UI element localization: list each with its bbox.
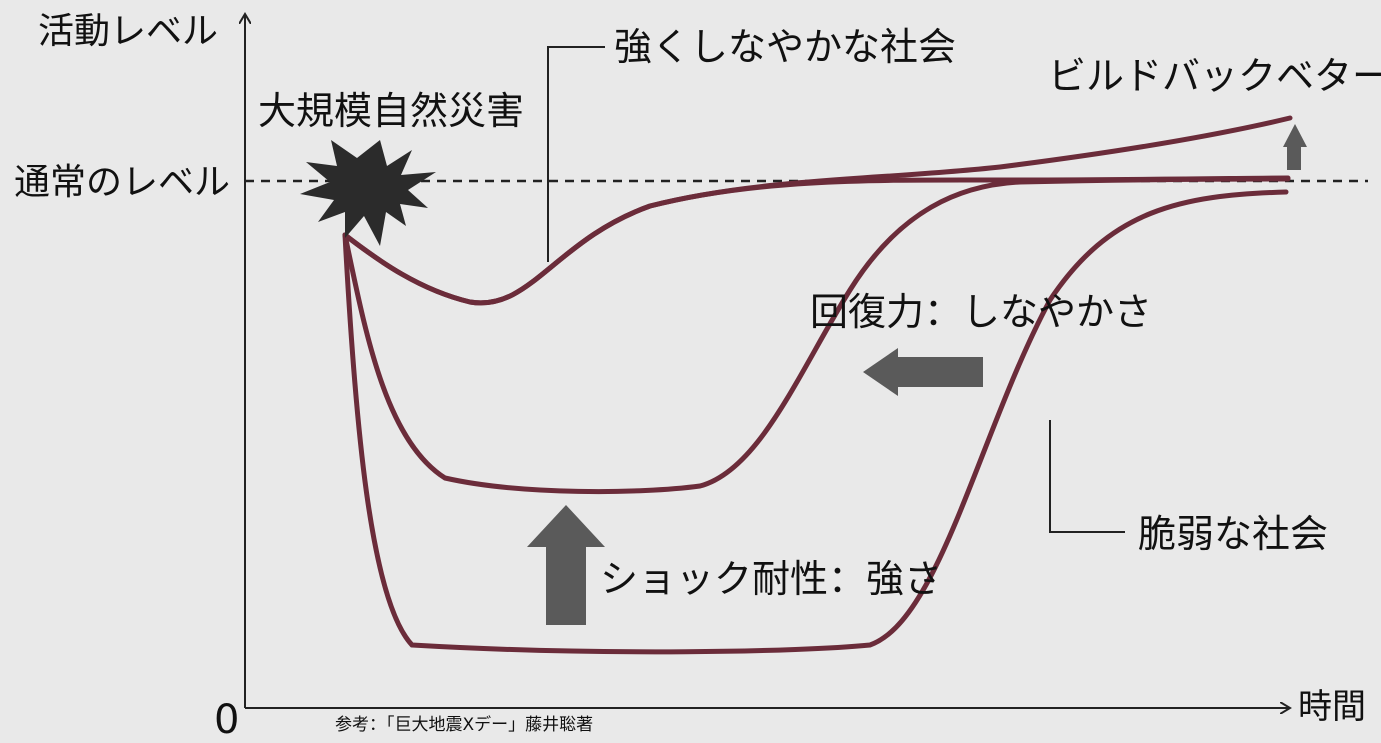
leader-fragile-society xyxy=(1049,420,1125,533)
normal-level-label: 通常のレベル xyxy=(14,162,231,203)
curve-fragile-society xyxy=(342,189,1289,655)
disaster-label: 大規模自然災害 xyxy=(258,89,525,133)
x-axis-label: 時間 xyxy=(1298,687,1366,727)
curve-strong-society xyxy=(342,175,1291,306)
leader-strong-society xyxy=(547,46,605,262)
fragile-society-label: 脆弱な社会 xyxy=(1138,512,1329,556)
curve-medium-society xyxy=(342,176,1291,495)
build-back-better-arrow xyxy=(1283,124,1307,170)
disaster-burst-icon xyxy=(300,140,436,246)
resilience-arrow xyxy=(863,348,983,396)
build-back-better-label: ビルドバックベター xyxy=(1048,54,1381,98)
curve-build-back-better xyxy=(342,115,1293,306)
strong-society-label: 強くしなやかな社会 xyxy=(614,25,957,69)
y-axis-label: 活動レベル xyxy=(38,11,219,52)
shock-resistance-arrow xyxy=(527,505,605,625)
origin-label: 0 xyxy=(214,697,240,743)
resilience-label: 回復力：しなやかさ xyxy=(810,290,1153,334)
shock-resistance-label: ショック耐性：強さ xyxy=(600,557,943,601)
reference-note: 参考：「巨大地震Xデー」藤井聡著 xyxy=(335,715,594,735)
